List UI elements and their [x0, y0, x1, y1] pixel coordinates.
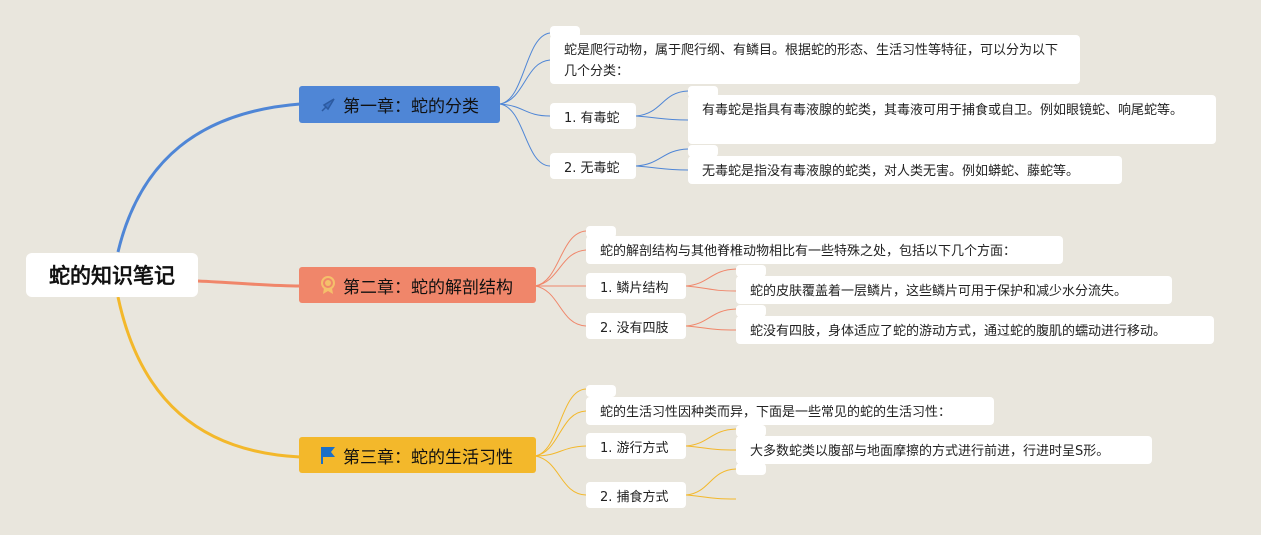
chapter1-sub1-detail[interactable]: 有毒蛇是指具有毒液腺的蛇类，其毒液可用于捕食或自卫。例如眼镜蛇、响尾蛇等。 [688, 95, 1216, 144]
chapter1-sub2-detail[interactable]: 无毒蛇是指没有毒液腺的蛇类，对人类无害。例如蟒蛇、藤蛇等。 [688, 156, 1122, 184]
chapter1-sub1[interactable]: 1. 有毒蛇 [550, 103, 636, 129]
chapter3-links [534, 388, 737, 500]
chapter3-intro[interactable]: 蛇的生活习性因种类而异，下面是一些常见的蛇的生活习性： [586, 397, 994, 425]
chapter2-sub1[interactable]: 1. 鳞片结构 [586, 273, 686, 299]
chapter3-sub1-detail[interactable]: 大多数蛇类以腹部与地面摩擦的方式进行前进，行进时呈S形。 [736, 436, 1152, 464]
root-node[interactable]: 蛇的知识笔记 [26, 253, 198, 297]
chapter2-node[interactable]: 第二章：蛇的解剖结构 [299, 267, 536, 303]
chapter2-sub1-detail[interactable]: 蛇的皮肤覆盖着一层鳞片，这些鳞片可用于保护和减少水分流失。 [736, 276, 1172, 304]
award-ribbon-icon [317, 274, 339, 296]
chapter3-sub2-stub[interactable] [736, 463, 766, 475]
chapter2-intro[interactable]: 蛇的解剖结构与其他脊椎动物相比有一些特殊之处，包括以下几个方面： [586, 236, 1063, 264]
chapter2-sub2-detail[interactable]: 蛇没有四肢，身体适应了蛇的游动方式，通过蛇的腹肌的蠕动进行移动。 [736, 316, 1214, 344]
chapter2-sub1-stub[interactable] [736, 265, 766, 277]
root-link-chapter2 [197, 279, 301, 288]
chapter1-intro[interactable]: 蛇是爬行动物，属于爬行纲、有鳞目。根据蛇的形态、生活习性等特征，可以分为以下几个… [550, 35, 1080, 84]
root-link-chapter3 [116, 296, 301, 459]
chapter2-links [534, 230, 737, 331]
chapter3-node[interactable]: 第三章：蛇的生活习性 [299, 437, 536, 473]
chapter3-title: 第三章：蛇的生活习性 [343, 447, 513, 468]
chapter1-title: 第一章：蛇的分类 [343, 97, 479, 117]
chapter3-sub1[interactable]: 1. 游行方式 [586, 433, 686, 459]
flag-icon [317, 444, 339, 466]
chapter2-title: 第二章：蛇的解剖结构 [343, 277, 513, 298]
chapter2-sub2-stub[interactable] [736, 305, 766, 317]
chapter3-stub[interactable] [586, 385, 616, 397]
chapter3-sub1-stub[interactable] [736, 425, 766, 437]
chapter2-stub[interactable] [586, 226, 616, 238]
chapter1-node[interactable]: 第一章：蛇的分类 [299, 86, 500, 123]
chapter3-sub2[interactable]: 2. 捕食方式 [586, 482, 686, 508]
rocket-icon [317, 94, 339, 116]
chapter1-sub2[interactable]: 2. 无毒蛇 [550, 153, 636, 179]
chapter1-links [499, 32, 689, 171]
root-title: 蛇的知识笔记 [49, 264, 175, 288]
root-link-chapter1 [116, 102, 301, 253]
chapter2-sub2[interactable]: 2. 没有四肢 [586, 313, 686, 339]
chapter1-sub2-stub[interactable] [688, 145, 718, 157]
